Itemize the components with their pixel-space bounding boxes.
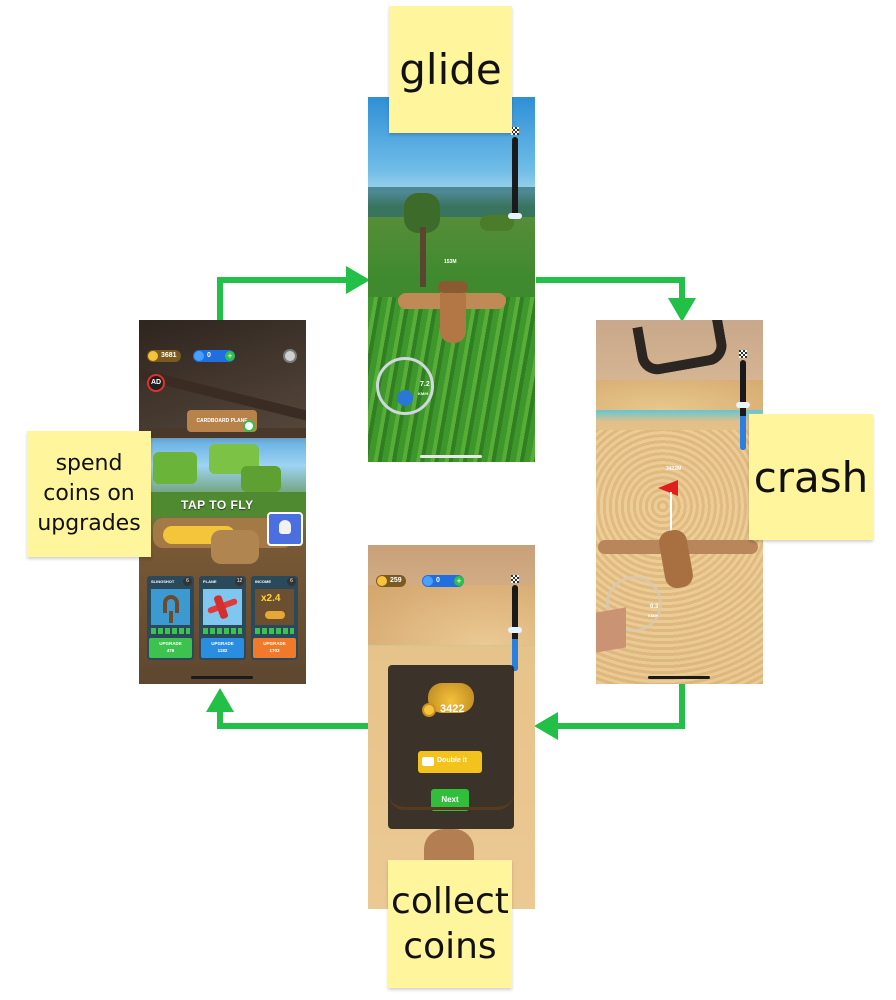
add-fuel-button[interactable]: + [225,351,235,361]
slingshot-icon [151,589,190,625]
home-indicator [420,455,482,458]
home-indicator [191,676,253,679]
plane-marker-icon [508,213,522,219]
add-fuel-button[interactable]: + [454,576,464,586]
reward-screenshot: 259 0 + 3422 Double it Next [368,545,535,909]
rocket-icon [279,520,291,534]
plane-sign: CARDBOARD PLANE [187,410,257,432]
speedometer [376,357,434,415]
speedometer [606,576,662,632]
arrowhead-crash [668,298,696,322]
no-ads-button[interactable]: AD [147,374,165,392]
menu-screenshot: 3681 0 + AD CARDBOARD PLANE TAP TO FLY S… [139,320,306,684]
double-it-button[interactable]: Double it [418,751,482,773]
level-badge: 12 [235,577,244,586]
glide-screenshot: 153M 7.2 KM/H [368,97,535,462]
note-collect-coins: collect coins [388,860,512,988]
arrowhead-reward [534,712,558,740]
note-glide: glide [389,6,512,133]
arrow-glide-to-crash [536,277,685,304]
plane-level-badge [243,420,255,432]
arrow-menu-to-glide [217,277,352,320]
distance-label: 3422M [666,466,682,472]
finish-flag-icon [739,350,747,358]
arrowhead-glide [346,266,370,294]
tap-to-fly-label[interactable]: TAP TO FLY [181,498,254,512]
finish-flag-icon [511,127,519,135]
rocket-icon [423,576,433,586]
income-icon: x2.4 [255,589,294,625]
landing-flag-icon [658,480,678,496]
upgrade-button-slingshot[interactable]: UPGRADE 476 [149,638,192,658]
fuel-counter: 0 [422,575,464,587]
crash-screenshot: 3422M 0.3 KM/H [596,320,763,684]
finish-flag-icon [511,575,519,583]
rocket-icon [194,351,204,361]
rocket-icon [397,390,413,406]
coin-counter: 3681 [147,350,181,362]
rocket-offer-button[interactable] [267,512,303,546]
note-crash: crash [749,414,873,540]
arrow-reward-to-menu [217,706,368,729]
plane-marker-icon [736,402,750,408]
upgrade-card-slingshot[interactable]: SLINGSHOT 6 UPGRADE 476 [147,576,194,660]
coin-counter: 259 [376,575,406,587]
coin-icon [377,576,387,586]
note-spend-coins: spend coins on upgrades [27,431,151,557]
plane-marker-icon [508,627,522,633]
distance-label: 153M [444,259,457,265]
coin-icon [148,351,158,361]
arrow-crash-to-reward [552,684,685,729]
coin-icon [422,703,436,717]
level-badge: 6 [287,577,296,586]
fuel-counter: 0 [193,350,235,362]
reward-panel: 3422 Double it Next [388,665,514,829]
upgrade-card-plane[interactable]: PLANE 12 UPGRADE 1182 [199,576,246,660]
upgrade-button-plane[interactable]: UPGRADE 1182 [201,638,244,658]
arrowhead-menu [206,688,234,712]
upgrade-card-income[interactable]: INCOME 6 x2.4 UPGRADE 1703 [251,576,298,660]
reward-amount: 3422 [440,703,465,715]
plane-icon [203,589,242,625]
altitude-bar [512,137,518,217]
upgrade-button-income[interactable]: UPGRADE 1703 [253,638,296,658]
level-badge: 6 [183,577,192,586]
video-icon [422,757,434,766]
home-indicator [648,676,710,679]
settings-gear-icon[interactable] [283,349,297,363]
